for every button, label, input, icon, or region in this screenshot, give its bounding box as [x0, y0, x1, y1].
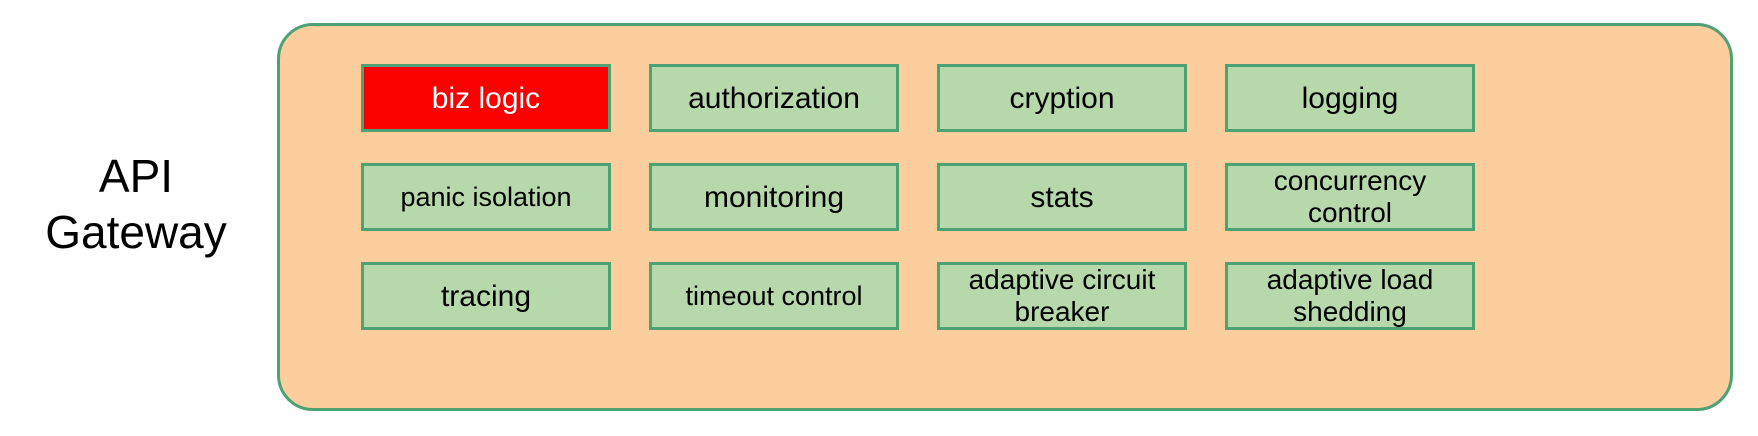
capability-box-adaptive-circuit-breaker[interactable]: adaptive circuit breaker [937, 262, 1187, 330]
capability-box-biz-logic[interactable]: biz logic [361, 64, 611, 132]
capability-label: timeout control [685, 280, 863, 311]
capability-label: biz logic [431, 81, 541, 115]
capability-label: adaptive load shedding [1266, 264, 1434, 327]
capability-box-panic-isolation[interactable]: panic isolation [361, 163, 611, 231]
capability-label: stats [1030, 180, 1094, 214]
api-gateway-container: biz logic authorization cryption logging… [277, 23, 1733, 411]
capability-box-logging[interactable]: logging [1225, 64, 1475, 132]
capability-box-monitoring[interactable]: monitoring [649, 163, 899, 231]
capability-label: adaptive circuit breaker [968, 264, 1156, 327]
capability-label: tracing [440, 279, 532, 313]
api-gateway-caption: API Gateway [45, 150, 227, 258]
capability-box-cryption[interactable]: cryption [937, 64, 1187, 132]
capability-box-tracing[interactable]: tracing [361, 262, 611, 330]
capability-label: authorization [688, 81, 860, 115]
capability-box-concurrency-control[interactable]: concurrency control [1225, 163, 1475, 231]
capability-label: logging [1301, 81, 1399, 115]
capability-label: panic isolation [400, 181, 572, 212]
capability-box-stats[interactable]: stats [937, 163, 1187, 231]
capability-box-adaptive-load-shedding[interactable]: adaptive load shedding [1225, 262, 1475, 330]
capability-grid: biz logic authorization cryption logging… [361, 64, 1655, 330]
capability-label: cryption [1009, 81, 1115, 115]
capability-label: concurrency control [1273, 165, 1427, 228]
capability-label: monitoring [703, 180, 845, 214]
capability-box-authorization[interactable]: authorization [649, 64, 899, 132]
capability-box-timeout-control[interactable]: timeout control [649, 262, 899, 330]
